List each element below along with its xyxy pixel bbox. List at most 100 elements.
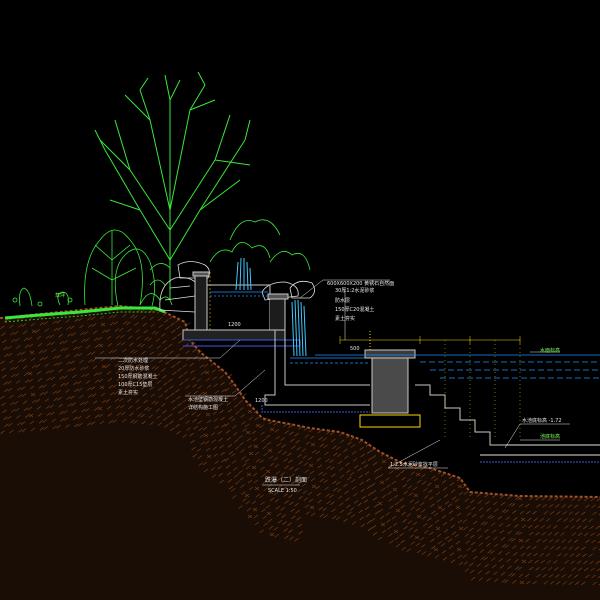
soil-hatch-stroke <box>121 411 126 416</box>
soil-hatch-stroke <box>358 509 363 514</box>
soil-hatch-stroke <box>260 466 265 471</box>
soil-hatch-stroke <box>462 554 468 558</box>
soil-hatch-stroke <box>178 409 183 414</box>
soil-hatch-stroke <box>547 532 553 536</box>
soil-hatch-stroke <box>555 574 560 578</box>
soil-hatch-stroke <box>288 424 293 429</box>
soil-hatch-stroke <box>24 344 30 348</box>
soil-hatch-stroke <box>379 480 385 485</box>
soil-hatch-stroke <box>564 560 569 564</box>
soil-hatch-stroke <box>168 378 173 383</box>
soil-hatch-stroke <box>464 533 470 537</box>
soil-hatch-stroke <box>38 385 44 389</box>
soil-hatch-stroke <box>77 345 82 350</box>
soil-hatch-stroke <box>381 494 387 499</box>
soil-hatch-stroke <box>297 453 302 458</box>
soil-hatch-stroke <box>252 472 258 477</box>
soil-hatch-stroke <box>541 566 546 571</box>
soil-hatch-stroke <box>218 367 223 372</box>
soil-hatch-stroke <box>409 499 415 503</box>
soil-hatch-stroke <box>202 391 208 396</box>
soil-hatch-stroke <box>192 418 197 423</box>
soil-hatch-stroke <box>563 518 568 522</box>
soil-hatch-stroke <box>528 524 533 529</box>
soil-hatch-stroke <box>193 355 198 360</box>
soil-hatch-stroke <box>528 559 533 564</box>
soil-hatch-stroke <box>484 528 489 533</box>
soil-hatch-stroke <box>294 502 299 507</box>
soil-hatch-stroke <box>370 448 376 452</box>
soil-hatch-stroke <box>440 473 446 477</box>
soil-hatch-stroke <box>184 413 189 417</box>
soil-hatch-stroke <box>567 504 573 508</box>
soil-hatch-stroke <box>540 559 545 564</box>
soil-hatch-stroke <box>112 349 118 353</box>
soil-hatch-stroke <box>39 427 45 431</box>
soil-hatch-stroke <box>326 430 331 435</box>
soil-hatch-stroke <box>302 490 308 494</box>
soil-hatch-stroke <box>232 467 238 471</box>
soil-hatching <box>0 306 600 586</box>
soil-hatch-stroke <box>137 378 142 382</box>
soil-hatch-stroke <box>120 404 125 409</box>
soil-hatch-stroke <box>378 473 384 478</box>
soil-hatch-stroke <box>401 476 406 481</box>
soil-hatch-stroke <box>57 361 62 366</box>
soil-hatch-stroke <box>430 468 435 473</box>
soil-hatch-stroke <box>170 357 175 362</box>
soil-hatch-stroke <box>93 407 99 411</box>
soil-hatch-stroke <box>582 518 587 523</box>
soil-hatch-stroke <box>242 428 247 432</box>
soil-hatch-stroke <box>241 491 246 495</box>
soil-hatch-stroke <box>204 405 210 410</box>
soil-hatch-stroke <box>79 324 84 329</box>
soil-hatch-stroke <box>53 327 58 332</box>
soil-hatch-stroke <box>326 500 331 505</box>
soil-hatch-stroke <box>185 420 190 424</box>
soil-hatch-stroke <box>129 377 134 382</box>
soil-hatch-stroke <box>244 458 250 463</box>
soil-hatch-stroke <box>127 398 132 403</box>
note-b-label: 150厚C20混凝土 <box>335 306 374 313</box>
soil-hatch-stroke <box>56 389 61 394</box>
soil-hatch-stroke <box>399 532 404 537</box>
soil-hatch-stroke <box>1 332 6 337</box>
soil-hatch-stroke <box>171 364 176 369</box>
soil-hatch-stroke <box>351 486 357 490</box>
soil-hatch-stroke <box>80 331 85 336</box>
soil-hatch-stroke <box>479 514 485 518</box>
soil-hatch-stroke <box>136 336 141 340</box>
soil-hatch-stroke <box>483 556 488 561</box>
soil-hatch-stroke <box>140 413 145 418</box>
soil-hatch-stroke <box>164 354 169 358</box>
soil-hatch-stroke <box>133 420 138 424</box>
soil-hatch-stroke <box>308 498 314 503</box>
soil-hatch-stroke <box>423 495 429 499</box>
soil-hatch-stroke <box>9 394 14 399</box>
soil-hatch-stroke <box>4 423 9 428</box>
soil-hatch-stroke <box>177 367 182 372</box>
soil-hatch-stroke <box>427 482 432 487</box>
soil-hatch-stroke <box>410 506 416 510</box>
soil-hatch-stroke <box>114 398 120 402</box>
soil-hatch-stroke <box>532 510 537 515</box>
soil-hatch-stroke <box>561 504 566 508</box>
soil-hatch-stroke <box>596 533 600 537</box>
left-note-2: 20厚防水砂浆 <box>118 365 149 372</box>
soil-hatch-stroke <box>501 579 507 583</box>
soil-hatch-stroke <box>228 381 234 385</box>
soil-hatch-stroke <box>463 491 469 495</box>
soil-hatch-stroke <box>346 434 351 439</box>
soil-hatch-stroke <box>490 515 495 520</box>
soil-hatch-stroke <box>570 560 576 564</box>
soil-hatch-stroke <box>9 359 14 364</box>
soil-hatch-stroke <box>554 567 559 571</box>
soil-hatch-stroke <box>428 524 433 529</box>
soil-hatch-stroke <box>529 531 534 536</box>
soil-hatch-stroke <box>268 455 274 460</box>
soil-hatch-stroke <box>547 567 553 571</box>
soil-hatch-stroke <box>224 388 230 392</box>
soil-hatch-stroke <box>466 512 472 516</box>
soil-hatch-stroke <box>85 345 91 349</box>
soil-hatch-stroke <box>400 504 405 509</box>
